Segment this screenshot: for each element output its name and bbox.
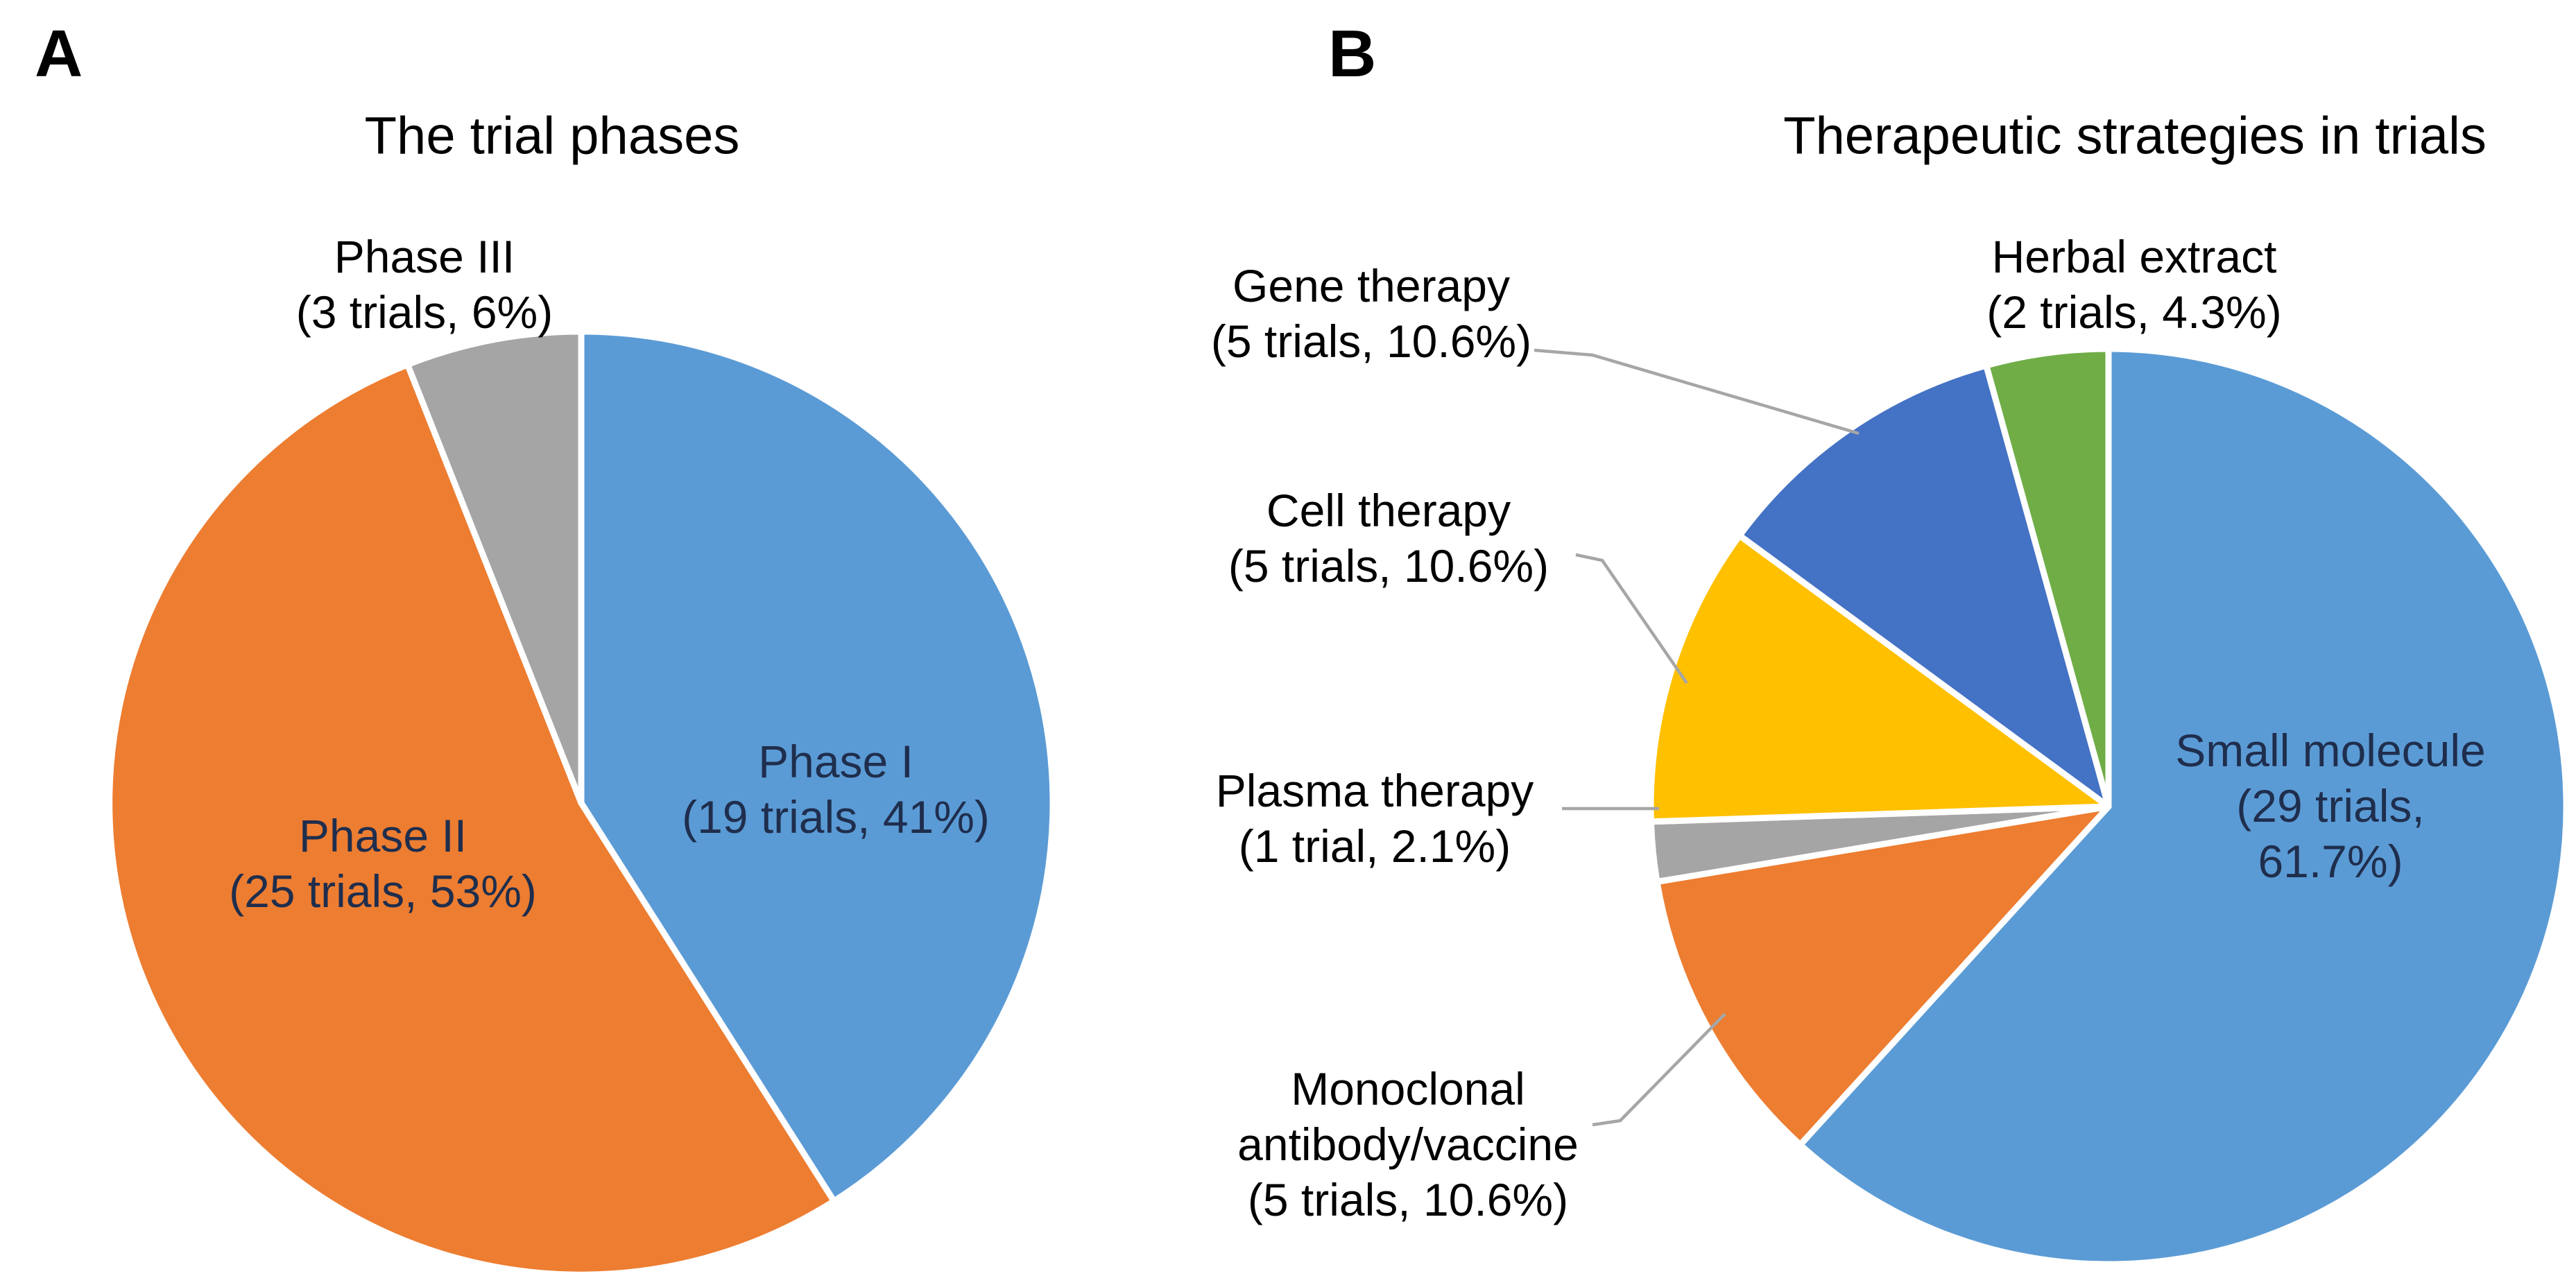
leader-line-cell-therapy <box>1575 553 1688 684</box>
slice-label-plasma-therapy: Plasma therapy (1 trial, 2.1%) <box>1216 763 1534 874</box>
slice-label-line: 61.7%) <box>2258 836 2403 887</box>
pie-slice-phase-ii <box>106 361 837 1276</box>
pie-chart-therapeutic-strategies <box>1647 345 2570 1268</box>
panel-a-marker: A <box>35 17 83 91</box>
slice-label-line: (5 trials, 10.6%) <box>1228 540 1549 592</box>
slice-label-cell-therapy: Cell therapy (5 trials, 10.6%) <box>1228 483 1549 594</box>
slice-label-line: (2 trials, 4.3%) <box>1986 286 2282 338</box>
slice-label-line: (29 trials, <box>2236 780 2425 831</box>
slice-label-line: antibody/vaccine <box>1237 1119 1579 1170</box>
leader-line-monoclonal <box>1592 1012 1726 1127</box>
panel-b-title: Therapeutic strategies in trials <box>1783 106 2487 166</box>
slice-label-line: Small molecule <box>2175 725 2486 776</box>
slice-label-line: Herbal extract <box>1991 231 2277 282</box>
panel-a-title: The trial phases <box>364 106 740 166</box>
slice-label-line: Cell therapy <box>1266 485 1511 536</box>
slice-label-small-molecule: Small molecule (29 trials, 61.7%) <box>2175 723 2486 889</box>
slice-label-phase-1: Phase I (19 trials, 41%) <box>682 734 990 845</box>
slice-label-herbal-extract: Herbal extract (2 trials, 4.3%) <box>1986 229 2281 340</box>
slice-label-line: Phase III <box>334 231 515 282</box>
slice-label-line: Monoclonal <box>1291 1063 1525 1114</box>
panel-b-marker: B <box>1328 17 1377 91</box>
slice-label-line: Plasma therapy <box>1215 765 1534 816</box>
slice-label-line: (1 trial, 2.1%) <box>1238 820 1511 872</box>
slice-label-phase-2: Phase II (25 trials, 53%) <box>229 808 537 919</box>
slice-label-phase-3: Phase III (3 trials, 6%) <box>296 229 553 340</box>
slice-label-line: Gene therapy <box>1233 260 1510 311</box>
slice-label-line: Phase I <box>758 736 913 787</box>
slice-label-line: (5 trials, 10.6%) <box>1247 1174 1569 1225</box>
pie-slice-phase-iii <box>404 328 585 807</box>
slice-label-gene-therapy: Gene therapy (5 trials, 10.6%) <box>1211 258 1531 369</box>
pie-slice-herbal-extract <box>1983 345 2112 810</box>
pie-slice-monoclonal-antibody-vaccine <box>1654 803 2112 1148</box>
slice-label-line: (3 trials, 6%) <box>295 286 553 338</box>
pie-chart-trial-phases <box>106 328 1056 1276</box>
slice-label-line: Phase II <box>298 810 467 861</box>
slice-label-line: (5 trials, 10.6%) <box>1210 316 1532 367</box>
slice-label-line: (19 trials, 41%) <box>682 791 990 843</box>
pie-slice-cell-therapy <box>1647 532 2112 825</box>
leader-line-gene-therapy <box>1534 348 1860 436</box>
pie-slice-small-molecule <box>1797 345 2570 1268</box>
slice-label-monoclonal: Monoclonal antibody/vaccine (5 trials, 1… <box>1237 1061 1579 1227</box>
slice-label-line: (25 trials, 53%) <box>229 865 537 917</box>
